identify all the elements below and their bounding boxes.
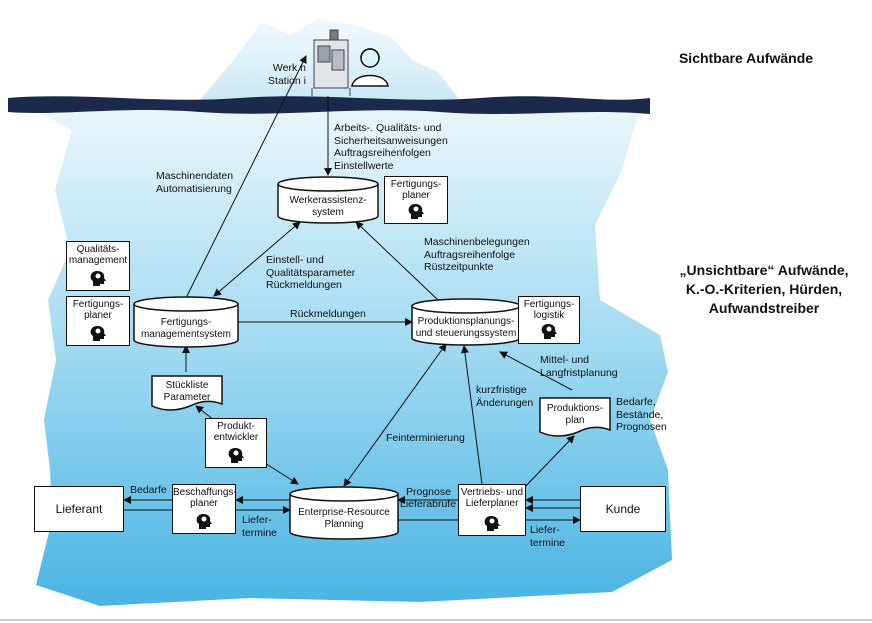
brain-head-icon bbox=[228, 448, 244, 463]
machine-icon bbox=[311, 29, 351, 96]
label-rueckmeldungen: Rückmeldungen bbox=[290, 308, 366, 320]
pps-cylinder bbox=[411, 298, 521, 346]
werker-cylinder bbox=[277, 176, 379, 224]
label-liefertermine-left: Liefer-termine bbox=[242, 514, 278, 539]
produktionsplan-doc bbox=[539, 397, 611, 437]
label-feinterminierung: Feinterminierung bbox=[386, 432, 465, 444]
worker-icon bbox=[351, 48, 389, 87]
role-fertigungsplaner-left: Fertigungs-planer bbox=[66, 296, 130, 346]
label-prognose: Prognose bbox=[406, 486, 451, 498]
role-qualitaetsmanagement: Qualitäts-management bbox=[66, 241, 130, 291]
brain-head-icon bbox=[90, 271, 106, 286]
visible-costs-heading: Sichtbare Aufwände bbox=[678, 50, 814, 66]
stueckliste-doc bbox=[151, 375, 223, 411]
produktionsplan-label: Produktions-plan bbox=[546, 403, 604, 426]
werker-system-label: Werkerassistenz-system bbox=[289, 195, 367, 218]
kunde-box: Kunde bbox=[580, 486, 666, 532]
role-produktentwickler: Produkt-entwickler bbox=[205, 418, 267, 468]
fert-system-label: Fertigungs-managementsystem bbox=[140, 317, 232, 340]
label-liefertermine-right: Liefer-termine bbox=[530, 524, 566, 549]
role-fertigungslogistik: Fertigungs-logistik bbox=[518, 296, 580, 344]
invisible-l2: K.-O.-Kriterien, Hürden, bbox=[685, 281, 843, 297]
invisible-l3: Aufwandstreiber bbox=[708, 300, 820, 316]
invisible-costs-heading: „Unsichtbare“ Aufwände, K.-O.-Kriterien,… bbox=[664, 261, 864, 318]
label-lieferabrufe: Lieferabrufe bbox=[400, 498, 457, 510]
fert-cylinder bbox=[133, 296, 239, 348]
role-fertigungsplaner-top: Fertigungs-planer bbox=[384, 176, 448, 224]
lieferant-box: Lieferant bbox=[34, 486, 124, 532]
brain-head-icon bbox=[541, 324, 557, 339]
label-bedarfe-left: Bedarfe bbox=[130, 484, 167, 496]
brain-head-icon bbox=[408, 204, 424, 219]
brain-head-icon bbox=[90, 326, 106, 341]
water-surface bbox=[8, 96, 650, 114]
erp-cylinder bbox=[289, 486, 399, 540]
brain-head-icon bbox=[196, 514, 212, 529]
invisible-l1: „Unsichtbare“ Aufwände, bbox=[679, 262, 849, 278]
role-beschaffungsplaner: Beschaffungs-planer bbox=[172, 484, 237, 534]
label-bedarfe-bestaende: Bedarfe,Bestände,Prognosen bbox=[616, 396, 667, 433]
pps-system-label: Produktionsplanungs-und steuerungssystem bbox=[415, 316, 517, 339]
brain-head-icon bbox=[484, 516, 500, 531]
